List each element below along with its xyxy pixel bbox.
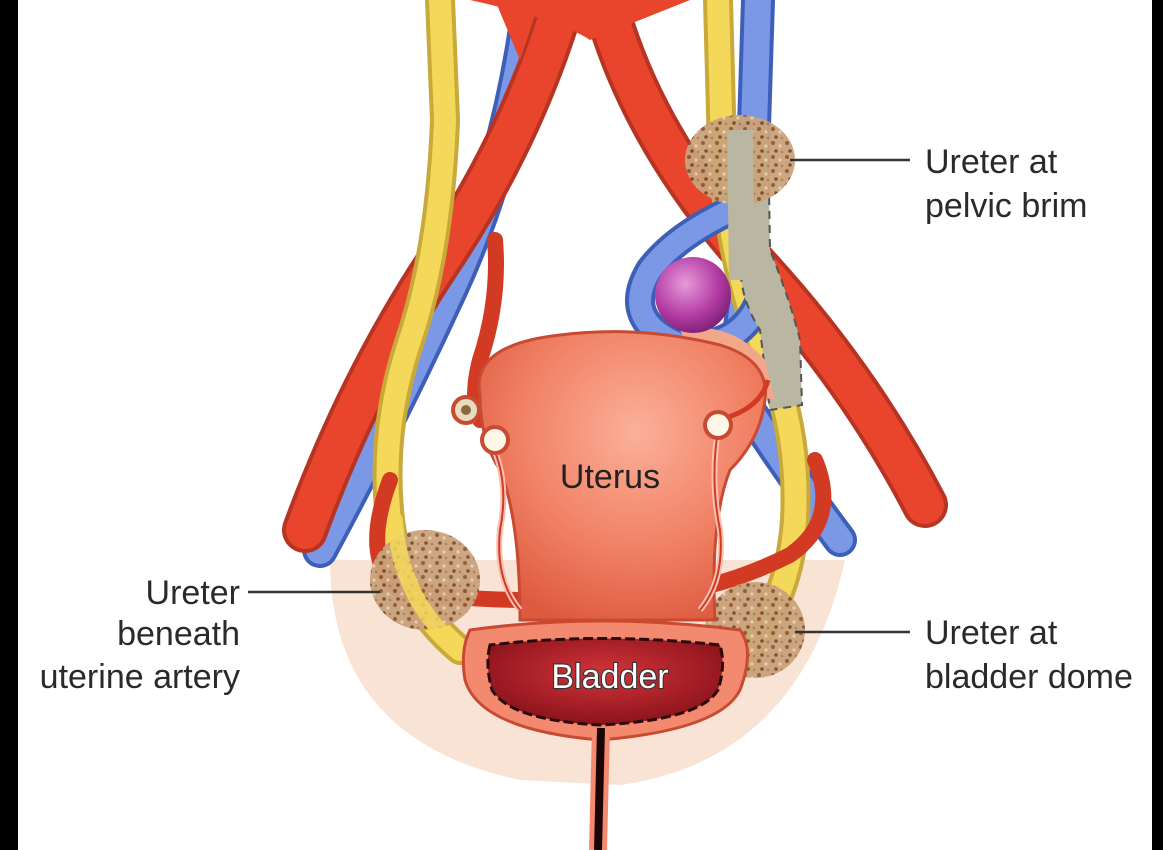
bladder-dome-label-line2: bladder dome [925, 658, 1133, 696]
bladder-label: Bladder [551, 658, 668, 696]
ovarian-mass [655, 257, 731, 333]
left-ureter-overlay [387, 512, 468, 658]
left-tube-stump-upper-core [461, 405, 471, 415]
left-frame [0, 0, 18, 850]
bladder-lumen [486, 637, 725, 727]
right-uterine-artery-lower [682, 452, 832, 598]
aortic-fork-shade [495, 0, 540, 60]
bladder-dome-label-line1: Ureter at [925, 614, 1058, 652]
urethra-lumen [594, 727, 605, 850]
pelvic-brim-label-line2: pelvic brim [925, 187, 1087, 225]
uterine-artery-label-line3: uterine artery [40, 658, 240, 696]
pelvic-brim-ureter-segment [727, 129, 755, 281]
right-frame [1152, 0, 1163, 850]
uterine-vessel-right-core [699, 429, 722, 611]
pelvic-brim-label-line1: Ureter at [925, 143, 1058, 181]
uterine-vessel-left-core [489, 439, 521, 611]
uterus-body [477, 330, 767, 622]
uterine-artery-label-line2: beneath [117, 615, 240, 653]
left-tube-stump [480, 425, 510, 455]
right-tube-stump [703, 410, 733, 440]
uterine-artery-label-line1: Ureter [146, 574, 240, 612]
uterus-label: Uterus [560, 458, 660, 496]
